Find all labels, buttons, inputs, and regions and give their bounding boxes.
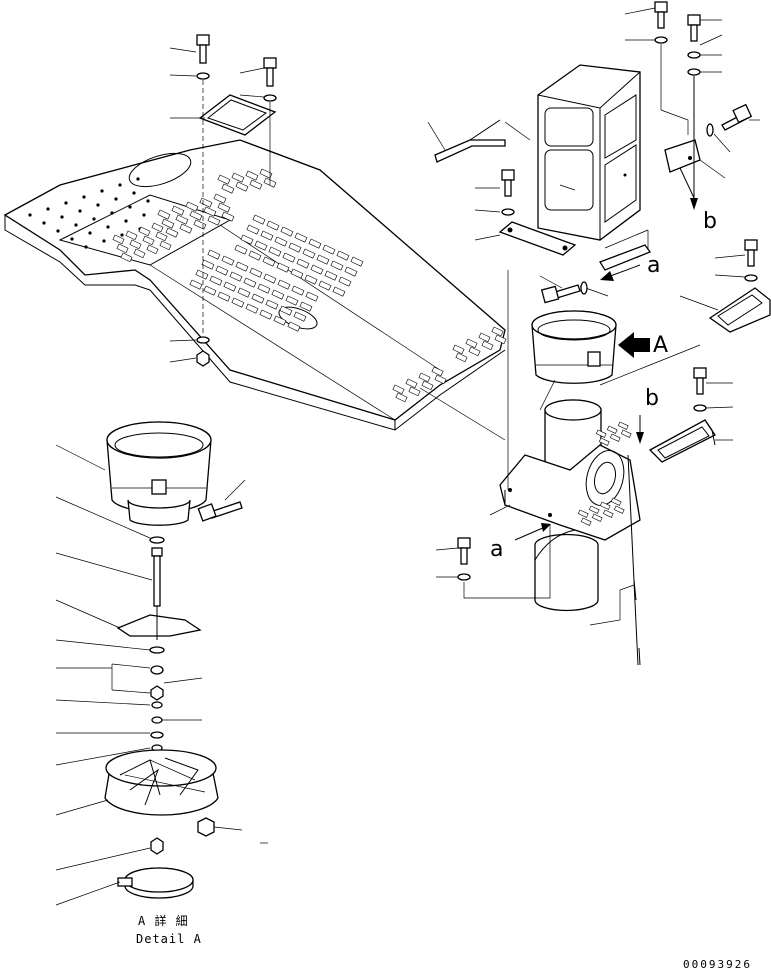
- rivet-holes: [28, 177, 150, 249]
- detail-leaders: [55, 444, 268, 906]
- callout-b-lower: b: [645, 386, 659, 411]
- detail-arrow: [618, 332, 650, 358]
- detail-nut-bottom: [150, 837, 164, 855]
- detail-nut-side: [197, 817, 215, 837]
- detail-caption-en: Detail A: [136, 932, 202, 946]
- mount-bracket: [499, 444, 641, 541]
- bolt-mid-left: [501, 169, 515, 216]
- callout-b-upper: b: [703, 209, 717, 234]
- seal-strip: [599, 229, 652, 271]
- bolt-side: [706, 103, 753, 137]
- drain-rod: [627, 454, 641, 666]
- callout-A-label: A: [653, 333, 668, 358]
- detail-stud-stack: [116, 536, 202, 752]
- floor-bolt-1: [196, 34, 210, 80]
- cover-plate: [198, 94, 277, 136]
- bolt-top-2: [687, 14, 701, 76]
- floor-washer-nut: [196, 336, 210, 367]
- lower-bracket: [498, 221, 577, 256]
- bolt-lower-left: [457, 537, 471, 581]
- tray-upper: [708, 287, 771, 333]
- detail-caption-jp: A 詳 細: [138, 913, 189, 928]
- bolt-horizontal: [540, 281, 588, 304]
- floor-bolt-2: [263, 57, 277, 102]
- bolt-top-1: [654, 1, 668, 44]
- long-bracket: [434, 119, 506, 163]
- callout-a-upper: a: [647, 253, 660, 278]
- bolt-tray-upper: [744, 239, 758, 282]
- intake-box: [537, 64, 641, 241]
- detail-bolt: [197, 501, 243, 522]
- floor-leaders: [169, 47, 265, 363]
- clamp-bracket: [664, 139, 701, 201]
- right-leaders-top: [474, 7, 760, 297]
- detail-cap: [106, 421, 212, 526]
- floor-grilles: [112, 168, 507, 403]
- drawing-number: 00093926: [683, 958, 752, 971]
- detail-fan: [104, 749, 219, 816]
- lower-pipe: [534, 529, 599, 612]
- bolt-tray-lower: [693, 367, 707, 412]
- precleaner-cap: [531, 310, 617, 384]
- cover-grille-mid: [577, 421, 632, 526]
- detail-clamp-band: [117, 867, 194, 899]
- callout-a-lower: a: [490, 537, 503, 562]
- intake-pipe: [544, 399, 602, 471]
- tray-lower: [648, 419, 716, 463]
